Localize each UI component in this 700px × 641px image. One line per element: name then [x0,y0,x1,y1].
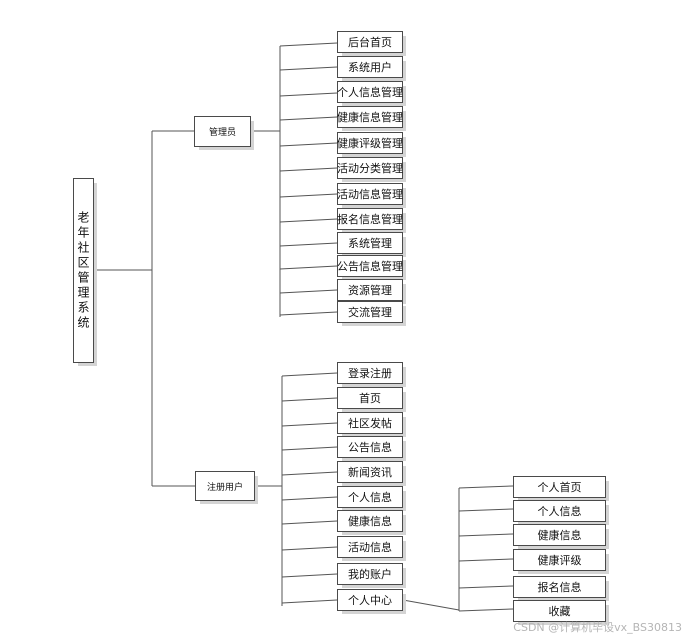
admin-branch [279,116,338,121]
center-menu-item: 健康评级 [513,549,609,574]
admin-menu-item: 活动分类管理 [337,157,406,182]
root-node: 老年社区管理系统 [73,178,97,366]
admin-menu-item: 个人信息管理 [337,81,406,106]
user-branch [281,520,338,525]
admin-menu-item: 资源管理 [337,279,406,304]
admin-branch [279,92,338,97]
center-branch [458,558,514,562]
center-menu-item: 个人首页 [513,476,609,501]
user-menu-item: 健康信息 [337,510,406,535]
user-branch [281,397,338,402]
center-menu-item: 报名信息 [513,576,609,601]
user-branch [281,422,338,427]
user-menu-item: 登录注册 [337,362,406,387]
user-node: 注册用户 [195,471,258,504]
admin-menu-item: 后台首页 [337,31,406,56]
admin-menu-item: 健康信息管理 [337,106,406,131]
admin-branch [279,167,338,172]
center-menu-item: 健康信息 [513,524,609,549]
center-menu-item: 个人信息 [513,500,609,525]
admin-branch [279,265,338,270]
center-branch [458,608,514,612]
admin-branch [279,142,338,147]
admin-branch [279,218,338,223]
center-spine-link [402,599,460,611]
admin-branch [279,242,338,247]
watermark: CSDN @计算机毕设vx_BS30813 [513,621,682,634]
admin-menu-item: 系统用户 [337,56,406,81]
center-branch [458,485,514,489]
admin-menu-item: 交流管理 [337,301,406,326]
user-branch [281,573,338,578]
admin-branch [279,289,338,294]
user-menu-item: 新闻资讯 [337,461,406,486]
admin-branch [279,66,338,71]
admin-menu-item: 报名信息管理 [337,208,406,233]
user-menu-item: 社区发帖 [337,412,406,437]
admin-branch [279,42,338,47]
admin-branch [279,193,338,198]
admin-menu-item: 系统管理 [337,232,406,257]
user-branch [281,372,338,377]
user-menu-item: 首页 [337,387,406,412]
user-branch [281,471,338,476]
admin-branch [279,311,338,316]
user-branch [281,599,338,604]
user-branch [281,446,338,451]
center-branch [458,508,514,512]
admin-menu-item: 健康评级管理 [337,132,406,157]
admin-menu-item: 活动信息管理 [337,183,406,208]
user-menu-item: 个人中心 [337,589,406,614]
center-branch [458,585,514,589]
user-menu-item: 个人信息 [337,486,406,511]
user-menu-item: 活动信息 [337,536,406,561]
center-branch [458,533,514,537]
user-branch [281,496,338,501]
user-branch [281,546,338,551]
user-menu-item: 我的账户 [337,563,406,588]
user-menu-item: 公告信息 [337,436,406,461]
admin-node: 管理员 [194,116,254,150]
admin-menu-item: 公告信息管理 [337,255,406,280]
